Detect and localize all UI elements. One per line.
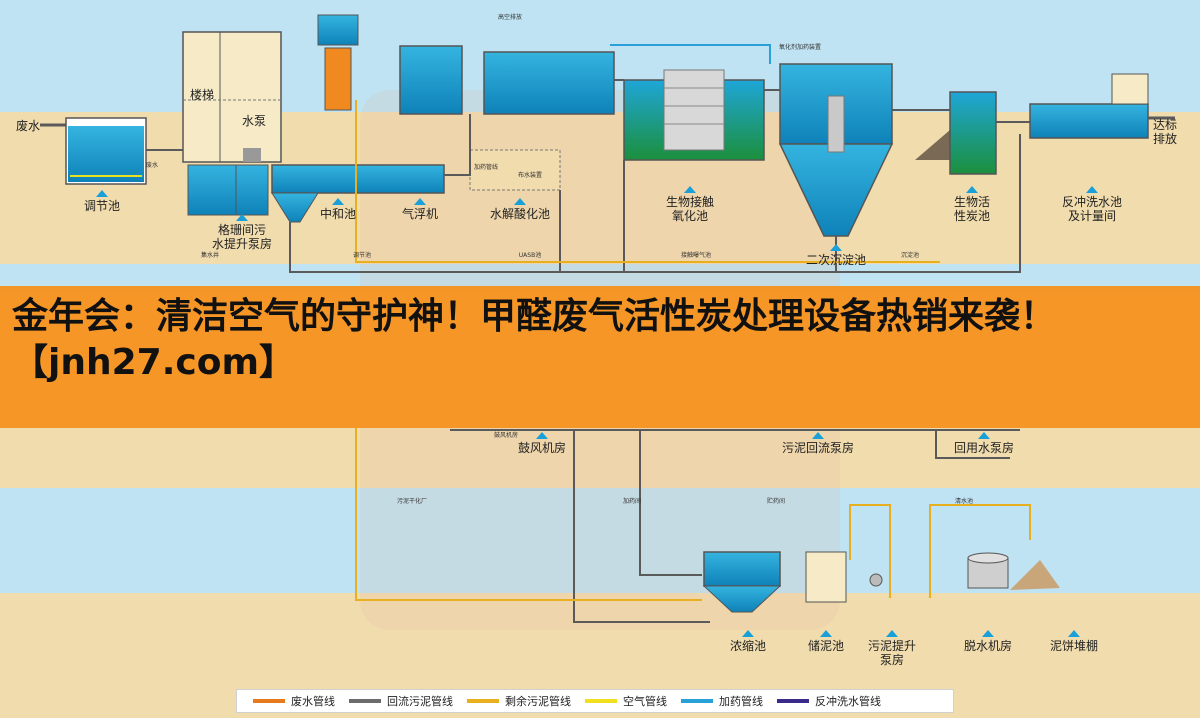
legend-item-backwash: 反冲洗水管线 [777,693,881,709]
legend-swatch [681,699,713,703]
screen-pump-house [182,31,282,216]
legend-label: 反冲洗水管线 [815,695,881,708]
legend-label: 剩余污泥管线 [505,695,571,708]
marker-triangle-icon [535,432,548,439]
marker-triangle-icon [811,432,824,439]
marker-triangle-icon [235,214,248,221]
marker-triangle-icon [981,630,994,637]
dewatering-machine [967,552,1009,589]
pump-label: 水泵 [241,114,267,128]
marker-triangle-icon [977,432,990,439]
legend-swatch [253,699,285,703]
legend-item-waste-water: 废水管线 [253,693,335,709]
backwash-tank-label: 反冲洗水池 及计量间 [1062,186,1122,223]
neutralization-tank-label: 中和池 [320,198,356,221]
dosing-room-label: 加药间 [622,498,642,505]
high-exhaust-label: 高空排放 [497,14,523,21]
marker-triangle-icon [1067,630,1080,637]
secondary-clarifier-label: 二次沉淀池 [806,244,866,267]
legend-swatch [585,699,617,703]
marker-triangle-icon [819,630,832,637]
marker-triangle-icon [965,186,978,193]
pipe-network-top [146,79,1030,273]
dosing-pipe-small-label: 加药管线 [473,164,499,171]
marker-triangle-icon [331,198,344,205]
contact-aeration-label: 接触曝气池 [680,252,712,259]
bio-carbon-tank [949,91,997,175]
waste-water-small-label: 废水 [145,162,159,169]
storage-room-label: 贮药间 [766,498,786,505]
hydrolysis-tank-label: 水解酸化池 [490,198,550,221]
outlet-label: 达标 排放 [1152,118,1178,146]
sludge-pipe-top [355,100,940,263]
marker-triangle-icon [683,186,696,193]
cake-shed-label: 泥饼堆棚 [1050,630,1098,653]
inlet-label: 废水 [15,119,41,133]
air-flotation-unit [399,45,463,115]
regulating-tank [65,117,147,185]
sludge-return-pump-label: 污泥回流泵房 [782,432,854,455]
cake-pile [1010,560,1060,590]
regulating-tank-label: 调节池 [84,190,120,213]
thickener-tank [702,551,782,613]
sludge-pump [869,573,883,587]
sludge-dryer-label: 污泥干化厂 [396,498,428,505]
legend-label: 回流污泥管线 [387,695,453,708]
hydrolysis-tank [469,51,615,191]
sedimentation-label: 沉淀池 [900,252,920,259]
pipe-network-lower [450,429,1020,623]
legend-item-dosing: 加药管线 [681,693,763,709]
legend-label: 废水管线 [291,695,335,708]
dosing-pipe-top [610,44,771,64]
dosing-device-label: 氧化剂加药装置 [778,44,822,51]
distribution-label: 布水装置 [517,172,543,179]
marker-triangle-icon [413,198,426,205]
bio-carbon-label: 生物活 性炭池 [954,186,990,223]
legend-label: 空气管线 [623,695,667,708]
legend-swatch [349,699,381,703]
secondary-clarifier [778,63,894,237]
contact-oxidation-tank [623,69,765,161]
stairs-label: 楼梯 [189,88,215,102]
sump-label: 集水井 [200,252,220,259]
storage-tower [317,14,359,111]
legend-swatch [777,699,809,703]
pipe-legend: 废水管线 回流污泥管线 剩余污泥管线 空气管线 加药管线 反冲洗水管线 [236,689,954,713]
legend-item-excess-sludge: 剩余污泥管线 [467,693,571,709]
blower-room-label: 鼓风机房 [518,432,566,455]
marker-triangle-icon [513,198,526,205]
uasb-label: UASB池 [518,252,542,259]
legend-swatch [467,699,499,703]
contact-oxidation-label: 生物接触 氧化池 [666,186,714,223]
marker-triangle-icon [1085,186,1098,193]
screen-pump-room-label: 格珊间污 水提升泵房 [212,214,272,251]
carbon-pile [915,130,955,160]
sludge-lift-pump-label: 污泥提升 泵房 [868,630,916,667]
promo-banner [0,286,1200,428]
legend-label: 加药管线 [719,695,763,708]
sludge-pipe-lower [355,428,1031,601]
thickener-label: 浓缩池 [730,630,766,653]
regulating-small-label: 调节池 [352,252,372,259]
promo-banner-text: 金年会：清洁空气的守护神！甲醛废气活性炭处理设备热销来袭！【jnh27.com】 [12,296,1057,383]
legend-item-air: 空气管线 [585,693,667,709]
legend-item-return-sludge: 回流污泥管线 [349,693,453,709]
clear-tank-label: 清水池 [954,498,974,505]
marker-triangle-icon [741,630,754,637]
blower-small-label: 鼓风机房 [493,432,519,439]
sludge-storage [805,551,847,603]
sludge-tank-label: 储泥池 [808,630,844,653]
marker-triangle-icon [829,244,842,251]
marker-triangle-icon [885,630,898,637]
dewatering-room-label: 脱水机房 [964,630,1012,653]
neutralization-flotation-tank [271,164,445,223]
marker-triangle-icon [95,190,108,197]
reuse-pump-label: 回用水泵房 [954,432,1014,455]
air-flotation-label: 气浮机 [402,198,438,221]
